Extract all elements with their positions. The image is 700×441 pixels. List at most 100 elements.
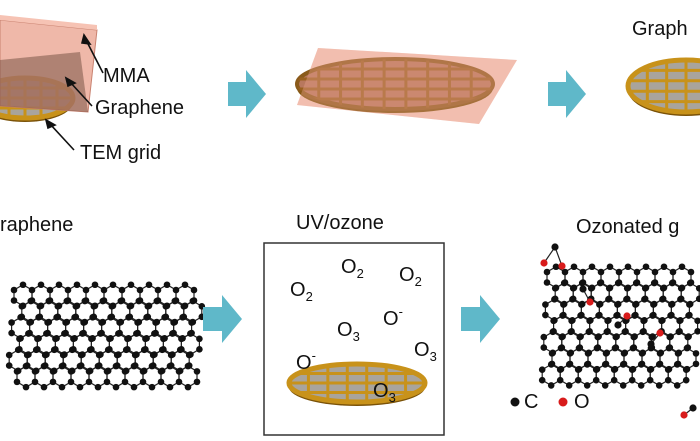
carbon-atom [160,335,167,343]
carbon-atom [547,361,555,368]
carbon-atom [52,335,59,343]
carbon-atom [121,378,129,386]
carbon-atom [100,286,108,294]
carbon-atom [684,333,692,341]
carbon-atom-icon [510,397,520,407]
carbon-atom [41,351,49,359]
carbon-atom [97,330,104,337]
carbon-atom [637,361,645,368]
carbon-atom [81,297,89,305]
carbon-atom [682,366,690,373]
carbon-atom [149,351,157,359]
carbon-atom [639,328,647,336]
carbon-atom [35,314,42,321]
carbon-atom [166,383,174,391]
carbon-atom [106,335,113,343]
carbon-atom [619,382,627,389]
carbon-atom [187,330,194,337]
carbon-atom [108,302,116,310]
carbon-atom [538,366,546,373]
carbon-atom [650,279,658,287]
graphene-layer [0,52,88,112]
carbon-atom [76,362,84,370]
carbon-atom [682,376,690,384]
ozone-species-label: O- [296,348,316,374]
carbon-atom [161,314,168,321]
carbon-atom [568,317,575,325]
carbon-atom [593,344,601,352]
graphene-lattice-icon [5,281,206,391]
carbon-atom [642,263,650,271]
carbon-atom [646,366,654,373]
carbon-atom [153,297,161,305]
carbon-atom [94,383,102,391]
carbon-atom [659,284,667,292]
carbon-atom [614,279,622,287]
carbon-atom [603,328,611,336]
carbon-atom [646,376,654,384]
carbon-atom [124,335,131,343]
carbon-atom [64,286,72,294]
carbon-atom [16,335,23,343]
carbon-atom [665,344,673,352]
carbon-atom [647,340,655,348]
carbon-atom [44,319,51,326]
carbon-atom [543,279,551,286]
carbon-atom [542,301,549,308]
carbon-atom [151,330,158,337]
carbon-atom [152,319,159,326]
carbon-atom [118,286,126,294]
carbon-atom [127,281,135,289]
flow-arrow-icon [461,295,500,343]
carbon-atom [77,351,85,359]
carbon-atom [178,335,185,343]
carbon-atom [587,284,595,292]
carbon-atom [629,344,637,352]
carbon-atom [142,335,149,343]
carbon-atom [58,362,66,370]
carbon-atom [98,319,105,326]
carbon-atom [620,350,628,357]
carbon-atom [683,344,691,352]
carbon-atom [656,350,664,357]
carbon-atom [659,296,666,303]
carbon-atom [692,360,700,368]
carbon-atom [154,286,162,294]
pmma-label: MMA [103,65,150,87]
carbon-atom [606,263,614,271]
carbon-atom [23,351,31,359]
carbon-atom [176,346,184,354]
carbon-atom [112,362,120,370]
carbon-atom [145,281,153,289]
carbon-atom [148,383,156,391]
carbon-atom [26,319,33,326]
carbon-atom [604,317,611,325]
carbon-atom [560,301,567,308]
carbon-atom [560,279,568,287]
carbon-atom [686,279,694,287]
tem-grid-label: TEM grid [80,142,162,164]
carbon-atom [10,297,18,304]
carbon-atom [586,317,593,325]
carbon-atom [575,344,583,352]
carbon-atom [605,296,612,303]
carbon-atom [638,350,646,357]
carbon-atom [551,284,559,292]
carbon-atom [13,378,21,386]
carbon-atom [668,301,675,308]
carbon-atom [556,366,564,373]
carbon-atom [72,302,80,310]
carbon-atom [17,314,24,321]
carbon-atom [53,314,60,321]
carbon-atom [175,378,183,386]
carbon-atom [543,268,551,276]
carbon-atom [585,328,593,336]
carbon-atom [8,329,15,337]
carbon-atom [170,319,177,326]
carbon-atom [45,297,53,305]
carbon-atom [25,330,32,337]
graphene-leader [69,81,93,107]
ozone-species-label: O2 [341,256,364,281]
carbon-atom [611,344,619,352]
